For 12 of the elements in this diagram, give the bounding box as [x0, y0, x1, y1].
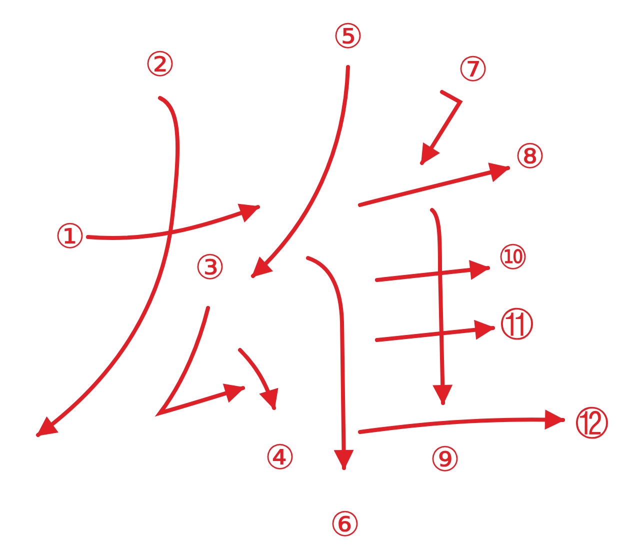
- callout-number: ⑦: [458, 53, 488, 87]
- callout-number: ⑨: [430, 443, 460, 477]
- callout-number: ⑧: [514, 140, 546, 174]
- callout-number: ⑥: [330, 508, 360, 542]
- callout-number: ③: [194, 251, 226, 285]
- callout-number: ①: [54, 220, 86, 254]
- callout-number: ④: [264, 441, 296, 475]
- callout-number: ⑤: [332, 20, 364, 54]
- callout-number: ⑩: [498, 241, 528, 275]
- callout-number: ⑪: [500, 308, 534, 342]
- callout-number: ②: [144, 48, 176, 82]
- callout-number: ⑫: [575, 407, 609, 441]
